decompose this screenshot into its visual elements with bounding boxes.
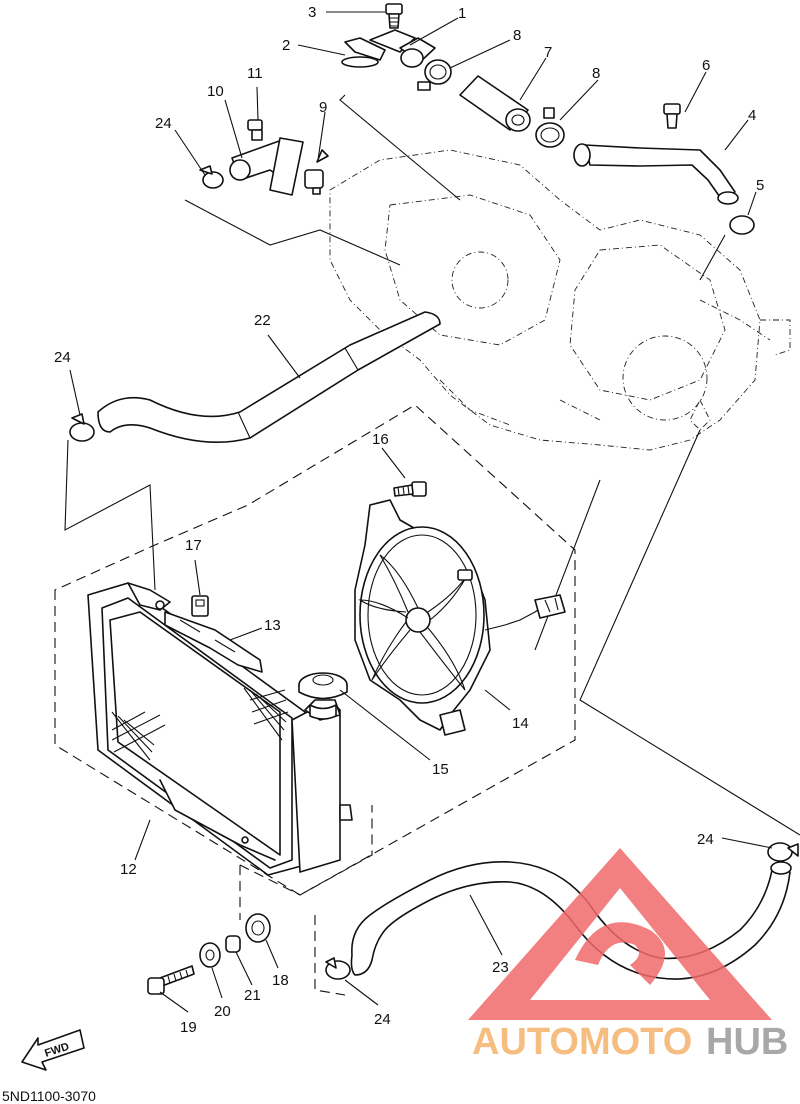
automotohub-logo: AUTOMOTO HUB	[468, 848, 788, 1063]
callout-24-bottom: 24	[374, 1011, 391, 1028]
cap-part-15	[298, 672, 348, 720]
hose-part-22	[97, 311, 441, 444]
radiator-part-12	[87, 582, 353, 876]
radiator-fins	[111, 687, 289, 761]
logo-swirl-mark	[575, 922, 665, 985]
callout-15: 15	[432, 761, 449, 778]
hose-part-23	[350, 861, 792, 980]
outlet-part-10	[229, 137, 304, 196]
callout-8b: 8	[592, 65, 600, 82]
bolt-part-11	[247, 119, 263, 141]
callout-18: 18	[272, 972, 289, 989]
callout-17: 17	[185, 537, 202, 554]
hose-route-line-right	[579, 234, 800, 836]
pipe-part-4	[573, 143, 739, 205]
oring-part-5	[729, 215, 755, 235]
callout-13: 13	[264, 617, 281, 634]
clamp-part-8-upper	[417, 59, 452, 91]
clamp-part-8-lower	[535, 107, 565, 148]
callout-labels: 1 2 3 4 5 6 7 8 8 9 10 11 12 13 14 15 16…	[54, 4, 764, 1036]
bolt-part-3	[385, 3, 403, 29]
callout-22: 22	[254, 312, 271, 329]
callout-10: 10	[207, 83, 224, 100]
clamp-part-24-left	[69, 413, 95, 442]
callout-7: 7	[544, 44, 552, 61]
callout-19: 19	[180, 1019, 197, 1036]
callout-3: 3	[308, 4, 316, 21]
bolt-part-6	[663, 103, 681, 129]
callout-21: 21	[244, 987, 261, 1004]
callout-leaders	[69, 11, 773, 1013]
callout-12: 12	[120, 861, 137, 878]
callout-24-top: 24	[155, 115, 172, 132]
callout-8a: 8	[513, 27, 521, 44]
hose-part-7	[459, 75, 531, 132]
logo-text-hub: HUB	[706, 1021, 788, 1063]
callout-14: 14	[512, 715, 529, 732]
clamp-part-24-top	[199, 165, 224, 189]
callout-9: 9	[319, 99, 327, 116]
callout-24-left: 24	[54, 349, 71, 366]
callout-23: 23	[492, 959, 509, 976]
bolt-part-16	[393, 481, 427, 497]
clamp-part-24-bottom	[325, 957, 351, 980]
bracket-part-13	[164, 611, 263, 673]
callout-20: 20	[214, 1003, 231, 1020]
callout-1: 1	[458, 5, 466, 22]
logo-text-automoto: AUTOMOTO	[472, 1021, 692, 1063]
radiator-group-box	[54, 404, 576, 896]
sensor-part-9	[304, 149, 329, 195]
hose-route-line-lower-left	[64, 439, 156, 591]
joint-part-1	[399, 37, 436, 68]
outlet-fitting-part-2	[341, 29, 416, 68]
callout-16: 16	[372, 431, 389, 448]
hose23-group-box	[314, 915, 346, 996]
engine-outline	[329, 149, 791, 451]
callout-5: 5	[756, 177, 764, 194]
collar-part-21	[225, 935, 241, 953]
clamp-part-24-right	[767, 842, 799, 862]
fwd-arrow-icon: FWD	[21, 1029, 85, 1071]
callout-2: 2	[282, 37, 290, 54]
clip-part-17	[191, 595, 209, 617]
diagram-code: 5ND1100-3070	[2, 1088, 96, 1104]
bolt-part-19	[147, 965, 195, 995]
callout-4: 4	[748, 107, 756, 124]
grommet-part-18	[245, 913, 271, 943]
logo-triangle-mark	[468, 848, 772, 1020]
callout-24-right: 24	[697, 831, 714, 848]
callout-11: 11	[247, 65, 263, 82]
mount-group-box	[239, 805, 373, 920]
washer-part-20	[199, 942, 221, 968]
callout-6: 6	[702, 57, 710, 74]
hose-route-line-upper	[184, 94, 601, 651]
fan-part-14	[354, 499, 566, 736]
